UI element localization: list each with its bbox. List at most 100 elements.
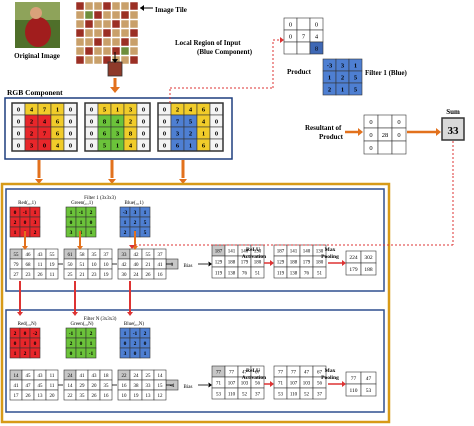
grid-cell-value: 40 [134, 263, 140, 268]
grid-cell-value: 58 [80, 253, 86, 258]
grid-cell-value: 20 [50, 394, 56, 399]
arrow-head-icon [280, 37, 284, 43]
grid-cell-value: 41 [80, 374, 86, 379]
arrow-head-icon [77, 246, 83, 250]
grid-cell-value: -3 [123, 210, 128, 216]
grid-cell-value: 3 [70, 230, 73, 236]
arrow-head-icon [72, 312, 78, 316]
grid-cell-value: 53 [366, 388, 372, 394]
grid-cell-value: 0 [369, 145, 372, 152]
grid-cell-value: 107 [290, 381, 298, 386]
grid-frame [157, 102, 224, 152]
grid-cell-value: -1 [23, 210, 28, 216]
grid-cell-value: 2 [90, 210, 93, 216]
grid-cell-value: 1 [80, 351, 83, 357]
original-image [15, 2, 60, 48]
grid-cell-value: 2 [70, 341, 73, 347]
grid-cell-value: 179 [303, 260, 311, 265]
grid-cell-value: 3 [34, 220, 37, 226]
tile-cell [120, 46, 130, 56]
grid-cell-value: 46 [26, 253, 32, 258]
grid-cell-value: 2 [134, 341, 137, 347]
max-label: Max [325, 247, 336, 253]
grid-cell-value: 47 [242, 370, 248, 375]
grid-cell-value: -1 [79, 210, 84, 216]
grid-cell-value: 77 [291, 370, 297, 375]
sum-box [441, 117, 465, 141]
grid-cell [296, 17, 311, 31]
grid-cell-value: 107 [228, 381, 236, 386]
grid-cell-value: 0 [17, 118, 20, 125]
grid-cell-value: 26 [38, 273, 44, 278]
grid-cell-value: 79 [14, 263, 20, 268]
grid-cell-value: 4 [43, 118, 47, 125]
grid-cell-value: 5 [144, 220, 147, 226]
grid-cell-value: 179 [349, 267, 358, 273]
grid-cell-value: 0 [163, 118, 166, 125]
grid-cell-value: 51 [317, 271, 323, 276]
red-filter-label: Red(,,,1) [18, 201, 36, 206]
grid-cell-value: 13 [38, 394, 44, 399]
grid-cell-value: 1 [90, 341, 93, 347]
grid-cell-value: 1 [34, 351, 37, 357]
grid-cell-value: 4 [129, 142, 133, 149]
grid-cell-value: 129 [215, 260, 223, 265]
tile-cell [111, 10, 121, 20]
grid-cell-value: 11 [38, 263, 43, 268]
grid-cell-value: 1 [354, 62, 357, 69]
grid-cell-value: 45 [38, 384, 44, 389]
grid-cell-value: 5 [354, 74, 358, 81]
tile-cell [102, 46, 112, 56]
grid-cell-value: 41 [158, 263, 164, 268]
grid-frame [84, 102, 151, 152]
grid-cell-value: 29 [80, 384, 86, 389]
grid-cell [139, 347, 151, 359]
tile-cell [84, 37, 94, 47]
grid-cell-value: 77 [351, 376, 357, 382]
grid-cell-value: 0 [163, 130, 166, 137]
grid-cell-value: 43 [38, 374, 44, 379]
grid-cell-value: 14 [14, 374, 20, 379]
grid-cell-value: 2 [129, 118, 132, 125]
grid-cell-value: 11 [50, 374, 55, 379]
tile-cell [84, 28, 94, 38]
tile-cell [102, 10, 112, 20]
tile-cell [102, 37, 112, 47]
grid-cell-value: 5 [144, 230, 147, 236]
grid-cell-value: 0 [369, 132, 372, 139]
grid-cell-value: 1 [189, 142, 192, 149]
grid-cell-value: 2 [14, 220, 17, 226]
grid-cell-value: 4 [202, 118, 206, 125]
grid-cell-value: 19 [134, 394, 140, 399]
arrow-head-icon [208, 261, 212, 267]
grid-cell-value: 2 [124, 230, 127, 236]
grid-cell-value: 119 [277, 271, 285, 276]
grid-cell [45, 268, 59, 280]
tile-cell [75, 55, 85, 65]
tile-cell [102, 19, 112, 29]
blue-filter-label: Blue(,,,N) [124, 322, 144, 327]
grid-cell-value: 0 [215, 142, 218, 149]
grid-cell-value: 33 [122, 253, 128, 258]
arrow-head-icon [110, 87, 120, 93]
grid-cell-value: 47 [26, 384, 32, 389]
tile-cell [93, 10, 103, 20]
grid-cell [312, 387, 327, 400]
grid-cell-value: 103 [303, 381, 311, 386]
grid-cell-value: 1 [90, 230, 93, 236]
grid-cell-value: 0 [17, 106, 20, 113]
bias-label: Bias [184, 385, 193, 390]
relu-label: ReLU [246, 247, 260, 253]
filter-title: Filter N (3x3x3) [84, 317, 117, 322]
grid-cell-value: 0 [70, 220, 73, 226]
grid-cell-value: 1 [70, 210, 73, 216]
grid-cell-value: 50 [68, 263, 74, 268]
tile-cell [75, 37, 85, 47]
tile-cell [111, 19, 121, 29]
relu-label: ReLU [246, 368, 260, 374]
grid-cell-value: 23 [92, 273, 98, 278]
